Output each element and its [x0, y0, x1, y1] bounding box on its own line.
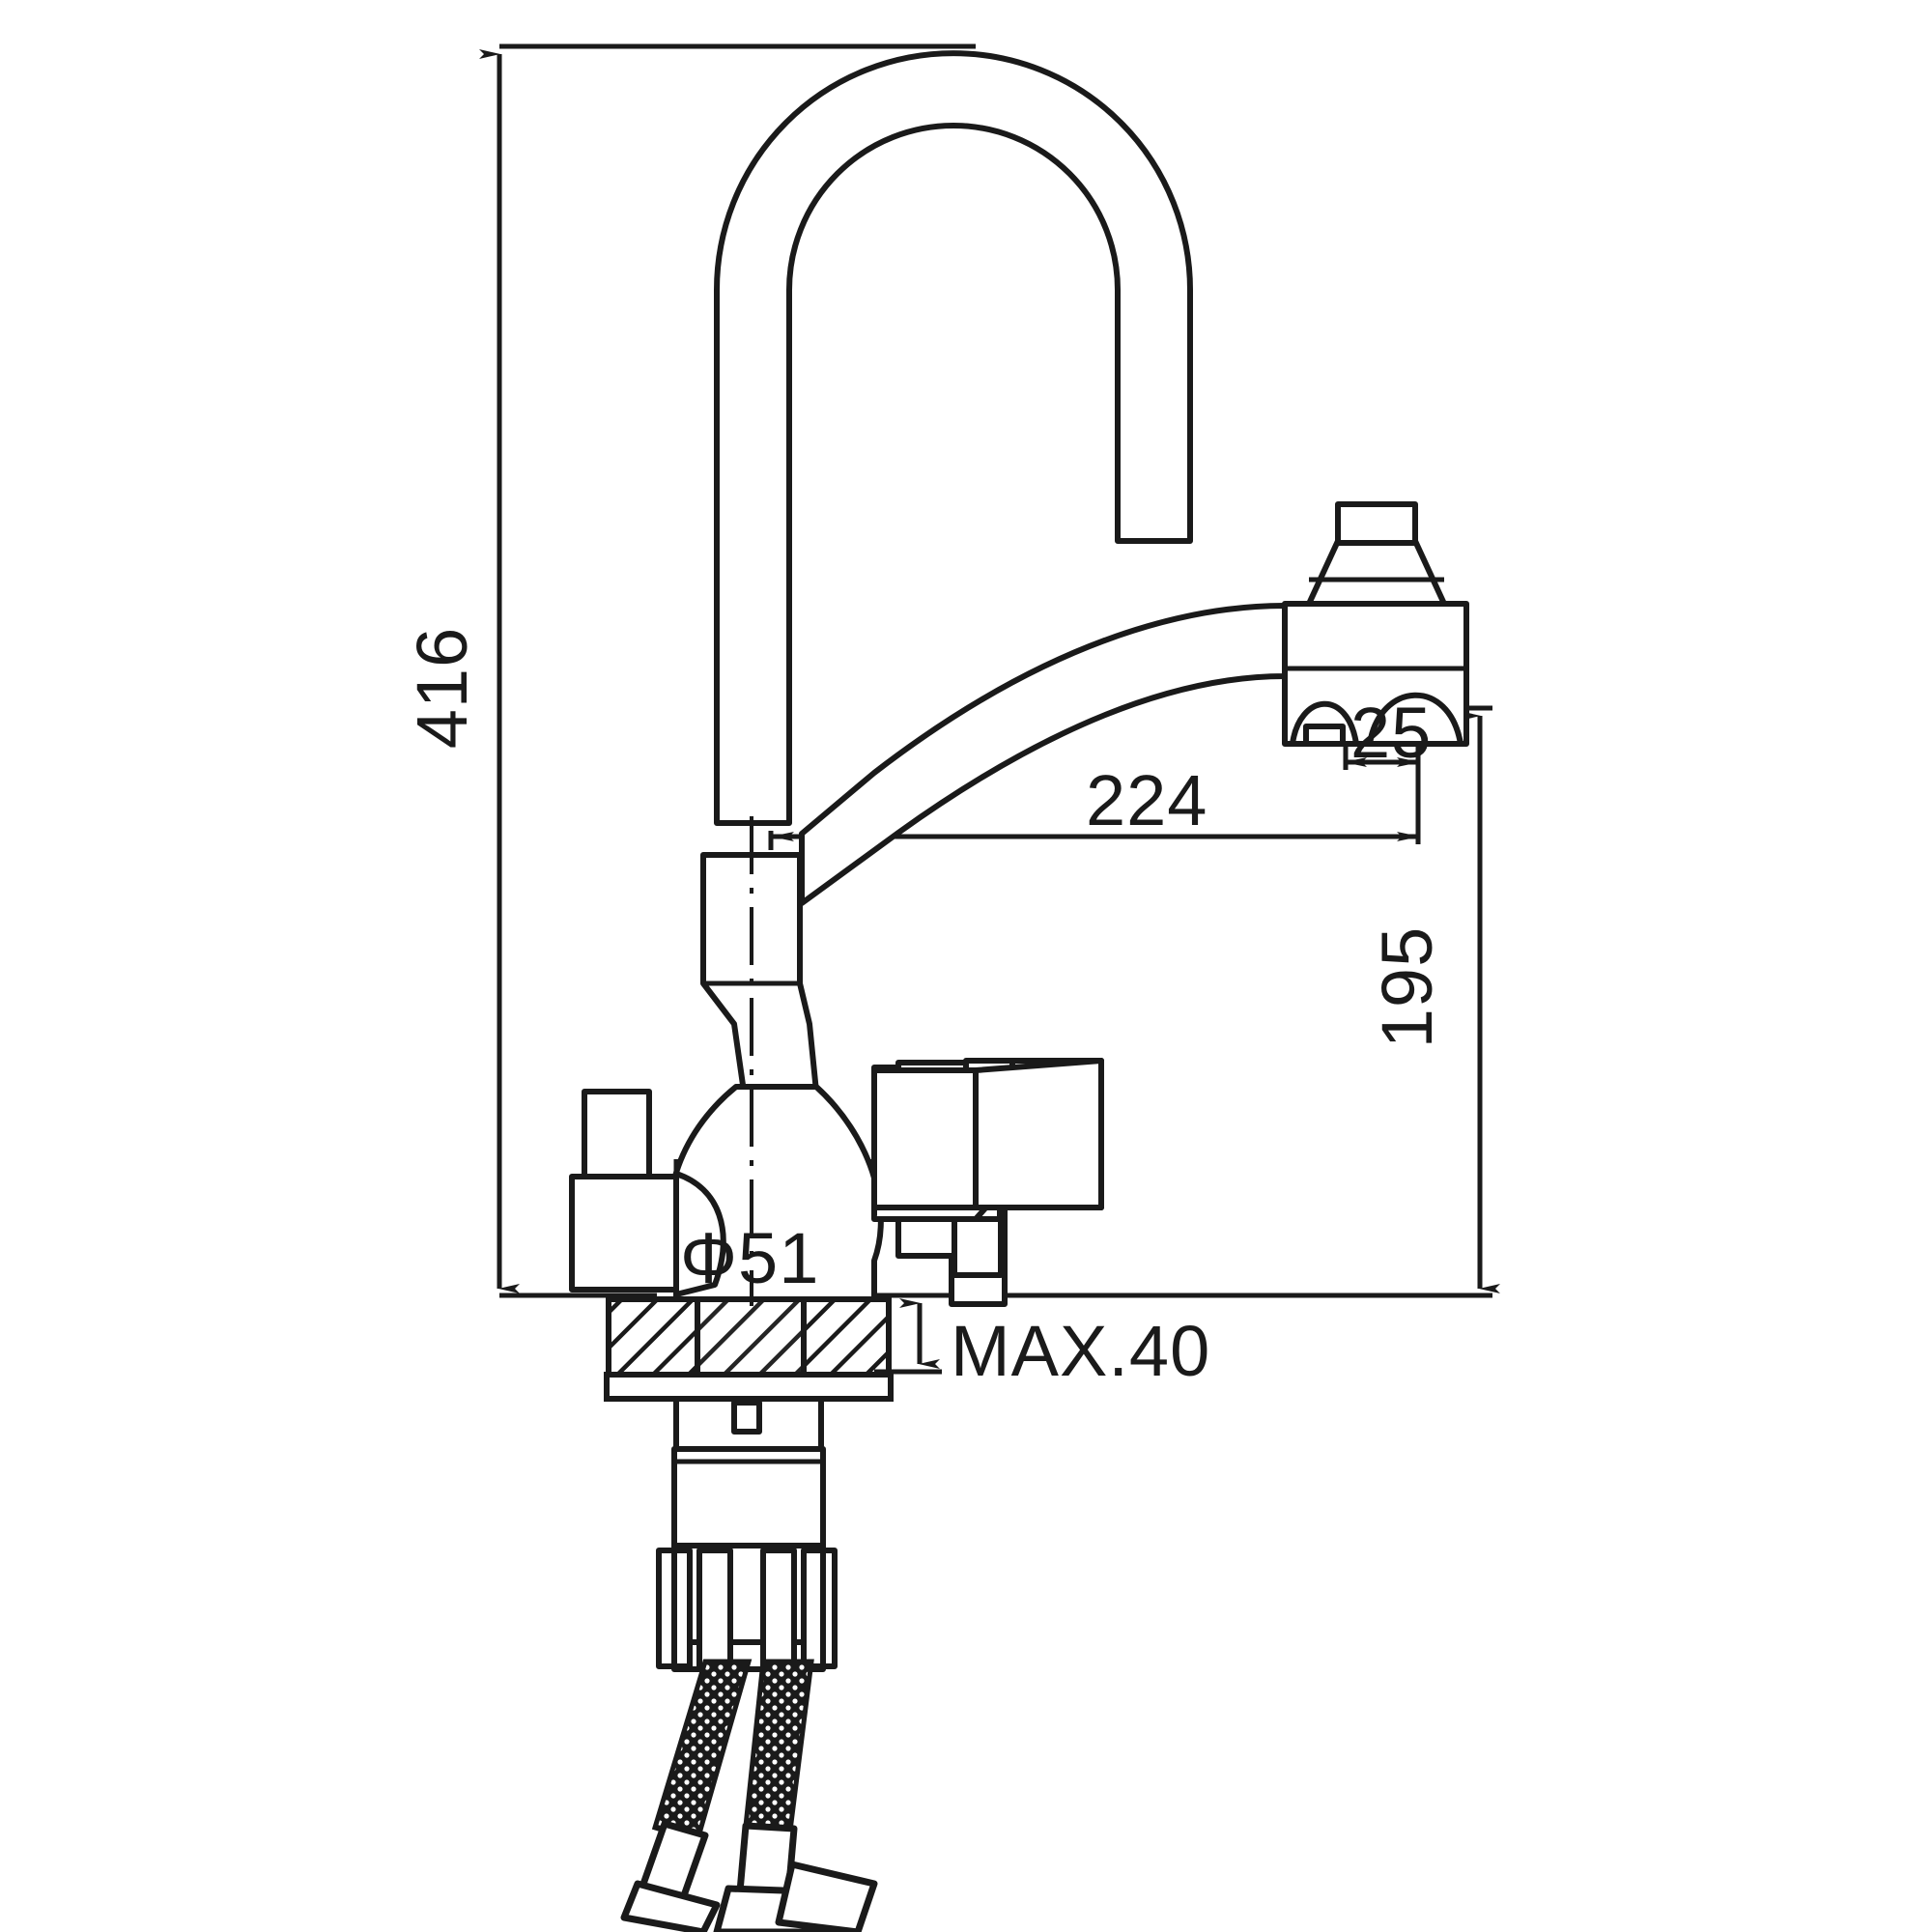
secondary-outlet [1367, 692, 1463, 747]
left-handle-base [569, 1174, 679, 1293]
shank-assembly [656, 1396, 838, 1672]
dimension-label-25: 25 [1350, 693, 1432, 773]
right-lever-block [871, 1067, 979, 1210]
dimension-label-max40: MAX.40 [951, 1311, 1210, 1391]
mounting-slot-2 [696, 1548, 733, 1669]
hose-nut-right-hex [775, 1861, 878, 1932]
deck-plate-flange [604, 1372, 894, 1402]
right-lever-chamfer [973, 1058, 1104, 1210]
spout-head-neck [1306, 538, 1447, 607]
left-handle-neck [673, 1171, 726, 1297]
dimension-label-224: 224 [1086, 760, 1208, 840]
deck-plate-core-fill [697, 1299, 804, 1375]
deck-plate-group [604, 1296, 894, 1402]
second-spout-arm [799, 603, 1288, 906]
upper-column [700, 852, 819, 1094]
right-lever-assembly [871, 1058, 1104, 1210]
dimension-label-phi51: Φ51 [680, 1218, 819, 1298]
hose-left [651, 1659, 753, 1844]
gooseneck-spout [714, 50, 1193, 826]
mounting-slot-4 [801, 1548, 838, 1669]
aerator-slot [1303, 724, 1346, 747]
hoses [620, 1659, 878, 1932]
spout-head-collar [1335, 501, 1418, 546]
dimension-label-416: 416 [402, 627, 482, 749]
shank-collar-slot [731, 1400, 762, 1435]
mounting-slot-3 [760, 1548, 797, 1669]
dimension-labels: 416 224 25 195 Φ51 MAX.40 [402, 627, 1447, 1391]
hose-nut-left [620, 1880, 721, 1932]
mounting-nut-body [671, 1543, 826, 1672]
dimension-label-195: 195 [1367, 926, 1447, 1048]
hose-right [743, 1659, 814, 1833]
